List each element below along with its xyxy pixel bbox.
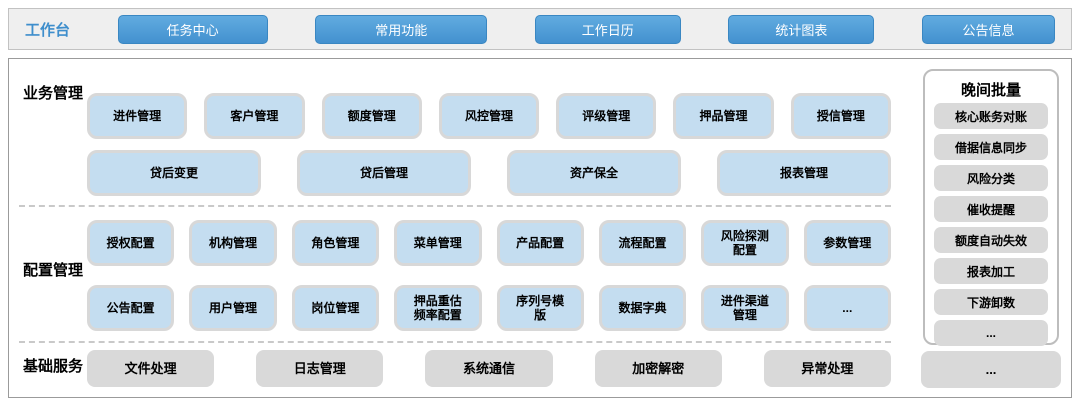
night-batch-list: 核心账务对账 借据信息同步 风险分类 催收提醒 额度自动失效 报表加工 下游卸数…: [934, 103, 1048, 346]
batch-downstream-data-unload[interactable]: 下游卸数: [934, 289, 1048, 315]
section-config-management: 配置管理 授权配置 机构管理 角色管理 菜单管理 产品配置 流程配置 风险探测配…: [9, 207, 891, 331]
module-serial-number-template[interactable]: 序列号模版: [496, 285, 584, 331]
modules-content: 业务管理 进件管理 客户管理 额度管理 风控管理 评级管理 押品管理 授信管理 …: [9, 69, 892, 388]
batch-risk-classification[interactable]: 风险分类: [934, 165, 1048, 191]
module-parameter-management[interactable]: 参数管理: [803, 220, 891, 266]
module-position-management[interactable]: 岗位管理: [291, 285, 380, 331]
batch-loan-receipt-info-sync[interactable]: 借据信息同步: [934, 134, 1048, 160]
module-user-management[interactable]: 用户管理: [189, 285, 277, 331]
module-base-services-more[interactable]: ...: [921, 351, 1061, 388]
config-row-1: 授权配置 机构管理 角色管理 菜单管理 产品配置 流程配置 风险探测配置 参数管…: [87, 220, 891, 266]
section-label-base-services: 基础服务: [23, 357, 84, 375]
batch-core-account-reconciliation[interactable]: 核心账务对账: [934, 103, 1048, 129]
module-credit-management[interactable]: 授信管理: [790, 93, 891, 139]
tab-statistics-charts[interactable]: 统计图表: [728, 14, 875, 44]
module-encryption-decryption[interactable]: 加密解密: [594, 350, 722, 387]
module-post-loan-change[interactable]: 贷后变更: [87, 150, 261, 196]
module-risk-control[interactable]: 风控管理: [438, 93, 540, 139]
section-divider: [19, 205, 891, 207]
module-post-loan-management[interactable]: 贷后管理: [297, 150, 471, 196]
modules-panel: 业务管理 进件管理 客户管理 额度管理 风控管理 评级管理 押品管理 授信管理 …: [8, 58, 1072, 398]
section-base-services: 基础服务 文件处理 日志管理 系统通信 加密解密 异常处理: [9, 343, 892, 387]
module-collateral-management[interactable]: 押品管理: [673, 93, 774, 139]
tab-task-center[interactable]: 任务中心: [117, 14, 268, 44]
batch-report-processing[interactable]: 报表加工: [934, 258, 1048, 284]
batch-more[interactable]: ...: [934, 320, 1048, 346]
workbench-bar: 工作台 任务中心 常用功能 工作日历 统计图表 公告信息: [8, 8, 1072, 50]
module-collateral-revaluation-frequency-config[interactable]: 押品重估频率配置: [394, 285, 482, 331]
workbench-label: 工作台: [25, 21, 71, 39]
module-announcement-config[interactable]: 公告配置: [87, 285, 175, 331]
module-intake-channel-management[interactable]: 进件渠道管理: [701, 285, 789, 331]
module-exception-handling[interactable]: 异常处理: [763, 350, 892, 387]
config-row-2: 公告配置 用户管理 岗位管理 押品重估频率配置 序列号模版 数据字典 进件渠道管…: [87, 285, 891, 331]
module-report-management[interactable]: 报表管理: [717, 150, 891, 196]
module-log-management[interactable]: 日志管理: [256, 350, 384, 387]
section-label-config-management: 配置管理: [23, 261, 84, 279]
tab-announcement-info[interactable]: 公告信息: [921, 14, 1055, 44]
night-batch-title: 晚间批量: [960, 82, 1021, 99]
module-asset-preservation[interactable]: 资产保全: [507, 150, 681, 196]
module-organization-management[interactable]: 机构管理: [189, 220, 277, 266]
module-workflow-config[interactable]: 流程配置: [598, 220, 687, 266]
section-label-business-management: 业务管理: [23, 85, 84, 102]
module-rating-management[interactable]: 评级管理: [556, 93, 657, 139]
tab-common-functions[interactable]: 常用功能: [315, 14, 488, 44]
business-row-1: 进件管理 客户管理 额度管理 风控管理 评级管理 押品管理 授信管理: [87, 93, 891, 139]
module-config-more[interactable]: ...: [803, 285, 891, 331]
module-risk-detection-config[interactable]: 风险探测配置: [701, 220, 789, 266]
module-authorization-config[interactable]: 授权配置: [87, 220, 175, 266]
module-role-management[interactable]: 角色管理: [291, 220, 380, 266]
module-data-dictionary[interactable]: 数据字典: [598, 285, 687, 331]
module-file-processing[interactable]: 文件处理: [87, 350, 215, 387]
base-services-row: 文件处理 日志管理 系统通信 加密解密 异常处理: [87, 350, 892, 387]
section-divider: [19, 341, 891, 343]
tab-work-calendar[interactable]: 工作日历: [534, 14, 681, 44]
module-quota-management[interactable]: 额度管理: [321, 93, 422, 139]
night-batch-column: 晚间批量 核心账务对账 借据信息同步 风险分类 催收提醒 额度自动失效 报表加工…: [921, 69, 1061, 388]
night-batch-panel: 晚间批量 核心账务对账 借据信息同步 风险分类 催收提醒 额度自动失效 报表加工…: [923, 69, 1059, 346]
business-row-2: 贷后变更 贷后管理 资产保全 报表管理: [87, 150, 891, 196]
module-product-config[interactable]: 产品配置: [496, 220, 584, 266]
module-system-communication[interactable]: 系统通信: [425, 350, 553, 387]
section-business-management: 业务管理 进件管理 客户管理 额度管理 风控管理 评级管理 押品管理 授信管理 …: [9, 69, 891, 196]
module-intake-management[interactable]: 进件管理: [87, 93, 188, 139]
module-customer-management[interactable]: 客户管理: [204, 93, 305, 139]
batch-quota-auto-expiry[interactable]: 额度自动失效: [934, 227, 1048, 253]
module-menu-management[interactable]: 菜单管理: [394, 220, 482, 266]
batch-collection-reminder[interactable]: 催收提醒: [934, 196, 1048, 222]
